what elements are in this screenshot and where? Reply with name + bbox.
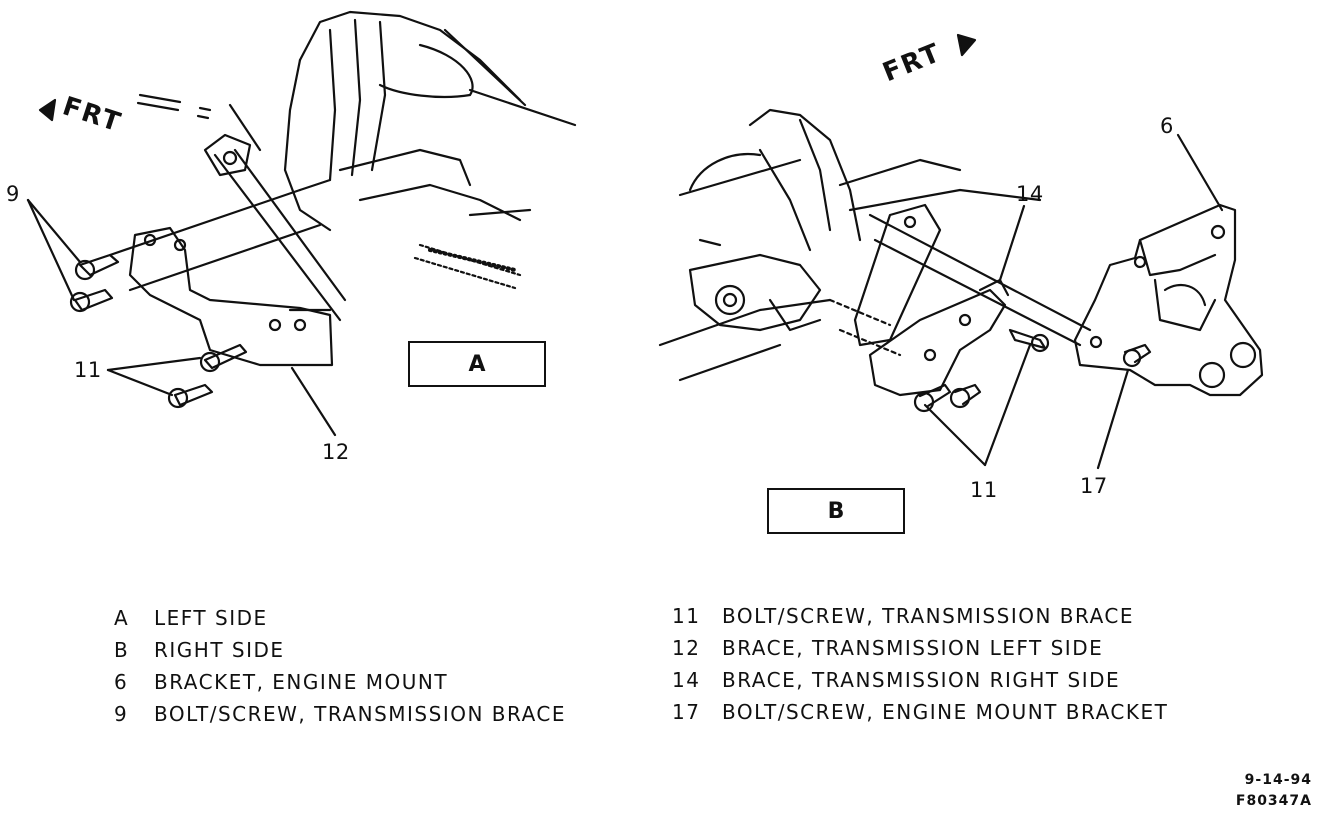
- legend-text: BOLT/SCREW, TRANSMISSION BRACE: [154, 702, 567, 726]
- legend-item: A LEFT SIDE: [114, 606, 268, 630]
- legend-item: B RIGHT SIDE: [114, 638, 285, 662]
- legend-text: BRACE, TRANSMISSION RIGHT SIDE: [722, 668, 1121, 692]
- legend-key: 6: [114, 670, 129, 694]
- callout-11-b: 11: [970, 478, 998, 502]
- callout-12: 12: [322, 440, 350, 464]
- legend-item: 17 BOLT/SCREW, ENGINE MOUNT BRACKET: [672, 700, 1168, 724]
- legend-item: 14 BRACE, TRANSMISSION RIGHT SIDE: [672, 668, 1120, 692]
- view-b-label-box: B: [767, 488, 905, 534]
- legend-item: 6 BRACKET, ENGINE MOUNT: [114, 670, 448, 694]
- view-b-drawing: [658, 33, 1264, 470]
- legend-key: B: [114, 638, 130, 662]
- legend-item: 9 BOLT/SCREW, TRANSMISSION BRACE: [114, 702, 566, 726]
- view-a-title: A: [468, 351, 486, 377]
- legend-key: 17: [672, 700, 701, 724]
- legend-item: 11 BOLT/SCREW, TRANSMISSION BRACE: [672, 604, 1134, 628]
- legend-text: LEFT SIDE: [154, 606, 268, 630]
- legend-text: BOLT/SCREW, ENGINE MOUNT BRACKET: [722, 700, 1169, 724]
- callout-14: 14: [1016, 182, 1044, 206]
- callout-11-a: 11: [74, 358, 102, 382]
- legend-text: BRACE, TRANSMISSION LEFT SIDE: [722, 636, 1104, 660]
- view-a-label-box: A: [408, 341, 546, 387]
- view-a-drawing: [26, 10, 577, 437]
- view-b-title: B: [827, 498, 845, 524]
- legend-key: 9: [114, 702, 129, 726]
- legend-item: 12 BRACE, TRANSMISSION LEFT SIDE: [672, 636, 1103, 660]
- legend-text: BOLT/SCREW, TRANSMISSION BRACE: [722, 604, 1135, 628]
- legend-key: 11: [672, 604, 701, 628]
- legend-text: BRACKET, ENGINE MOUNT: [154, 670, 449, 694]
- callout-9: 9: [6, 182, 20, 206]
- legend-key: 14: [672, 668, 701, 692]
- callout-6: 6: [1160, 114, 1174, 138]
- legend-key: A: [114, 606, 130, 630]
- callout-17: 17: [1080, 474, 1108, 498]
- figure-code: F80347A: [1235, 793, 1312, 809]
- legend-text: RIGHT SIDE: [154, 638, 285, 662]
- legend-key: 12: [672, 636, 701, 660]
- date-code: 9-14-94: [1244, 772, 1312, 788]
